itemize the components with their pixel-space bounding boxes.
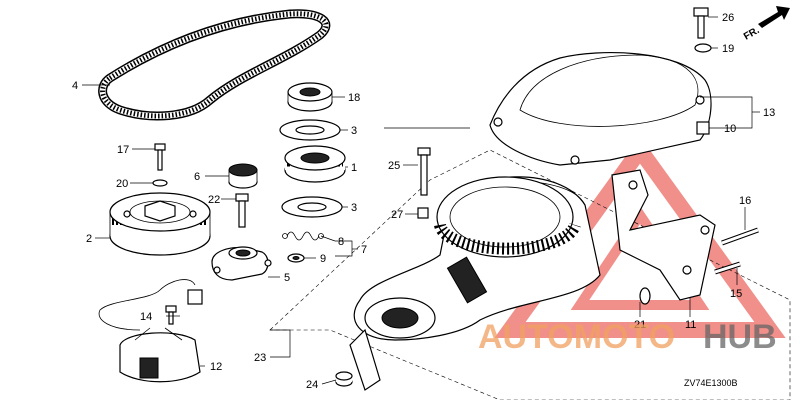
washer-20 xyxy=(152,179,168,187)
spring xyxy=(282,231,324,241)
watermark-text-automoto: AUTOMOTO xyxy=(478,318,675,356)
watermark-text-hub: HUB xyxy=(703,318,777,356)
grommet-24 xyxy=(335,371,353,387)
callout-5: 5 xyxy=(284,272,290,284)
bolt-16 xyxy=(721,227,759,246)
callout-10: 10 xyxy=(724,123,736,135)
callout-26: 26 xyxy=(722,12,734,24)
cap xyxy=(228,163,258,189)
collar-27 xyxy=(417,207,429,219)
flywheel-cover xyxy=(489,52,712,166)
callout-16: 16 xyxy=(739,195,751,207)
callout-1: 1 xyxy=(351,162,357,174)
bracket xyxy=(611,169,716,301)
callout-23: 23 xyxy=(254,352,266,364)
callout-22: 22 xyxy=(208,194,220,206)
direction-arrow-icon xyxy=(758,6,790,28)
callout-6: 6 xyxy=(194,171,200,183)
bolt-26 xyxy=(693,7,709,39)
washer-3-upper xyxy=(279,119,341,141)
callout-25: 25 xyxy=(388,160,400,172)
starter-case xyxy=(269,149,791,400)
bolt-17 xyxy=(154,143,166,171)
pulser-coil xyxy=(98,279,203,383)
diagram-code: ZV74E1300B xyxy=(684,378,738,388)
callout-24: 24 xyxy=(306,379,318,391)
washer-19 xyxy=(694,43,712,53)
bolt-22 xyxy=(235,193,249,228)
pulley xyxy=(109,192,211,256)
callout-27: 27 xyxy=(391,209,403,221)
tensioner xyxy=(211,246,272,281)
callout-19: 19 xyxy=(722,43,734,55)
callout-12: 12 xyxy=(210,361,222,373)
timing-belt xyxy=(98,9,331,121)
callout-18: 18 xyxy=(348,92,360,104)
callout-15: 15 xyxy=(730,288,742,300)
callout-7: 7 xyxy=(361,244,367,256)
callout-2: 2 xyxy=(86,233,92,245)
callout-14: 14 xyxy=(140,311,152,323)
drive-gear xyxy=(284,145,346,183)
leader-lines xyxy=(82,16,760,385)
washer-3-lower xyxy=(281,196,343,218)
collar-10 xyxy=(696,121,710,135)
callout-17: 17 xyxy=(117,144,129,156)
pin-21 xyxy=(639,287,651,305)
callout-20: 20 xyxy=(116,178,128,190)
callout-9: 9 xyxy=(320,253,326,265)
collar xyxy=(287,253,305,263)
callout-3-lower: 3 xyxy=(351,202,357,214)
direction-label: FR. xyxy=(742,25,762,43)
bolt-15 xyxy=(714,261,741,275)
callout-3-upper: 3 xyxy=(351,125,357,137)
bolt-25 xyxy=(417,147,431,196)
callout-21: 21 xyxy=(634,319,646,331)
bolt-14 xyxy=(165,305,177,325)
callout-8: 8 xyxy=(338,236,344,248)
callout-13: 13 xyxy=(763,107,775,119)
nut-18 xyxy=(287,82,333,112)
callout-4: 4 xyxy=(72,80,78,92)
callout-11: 11 xyxy=(685,319,696,331)
